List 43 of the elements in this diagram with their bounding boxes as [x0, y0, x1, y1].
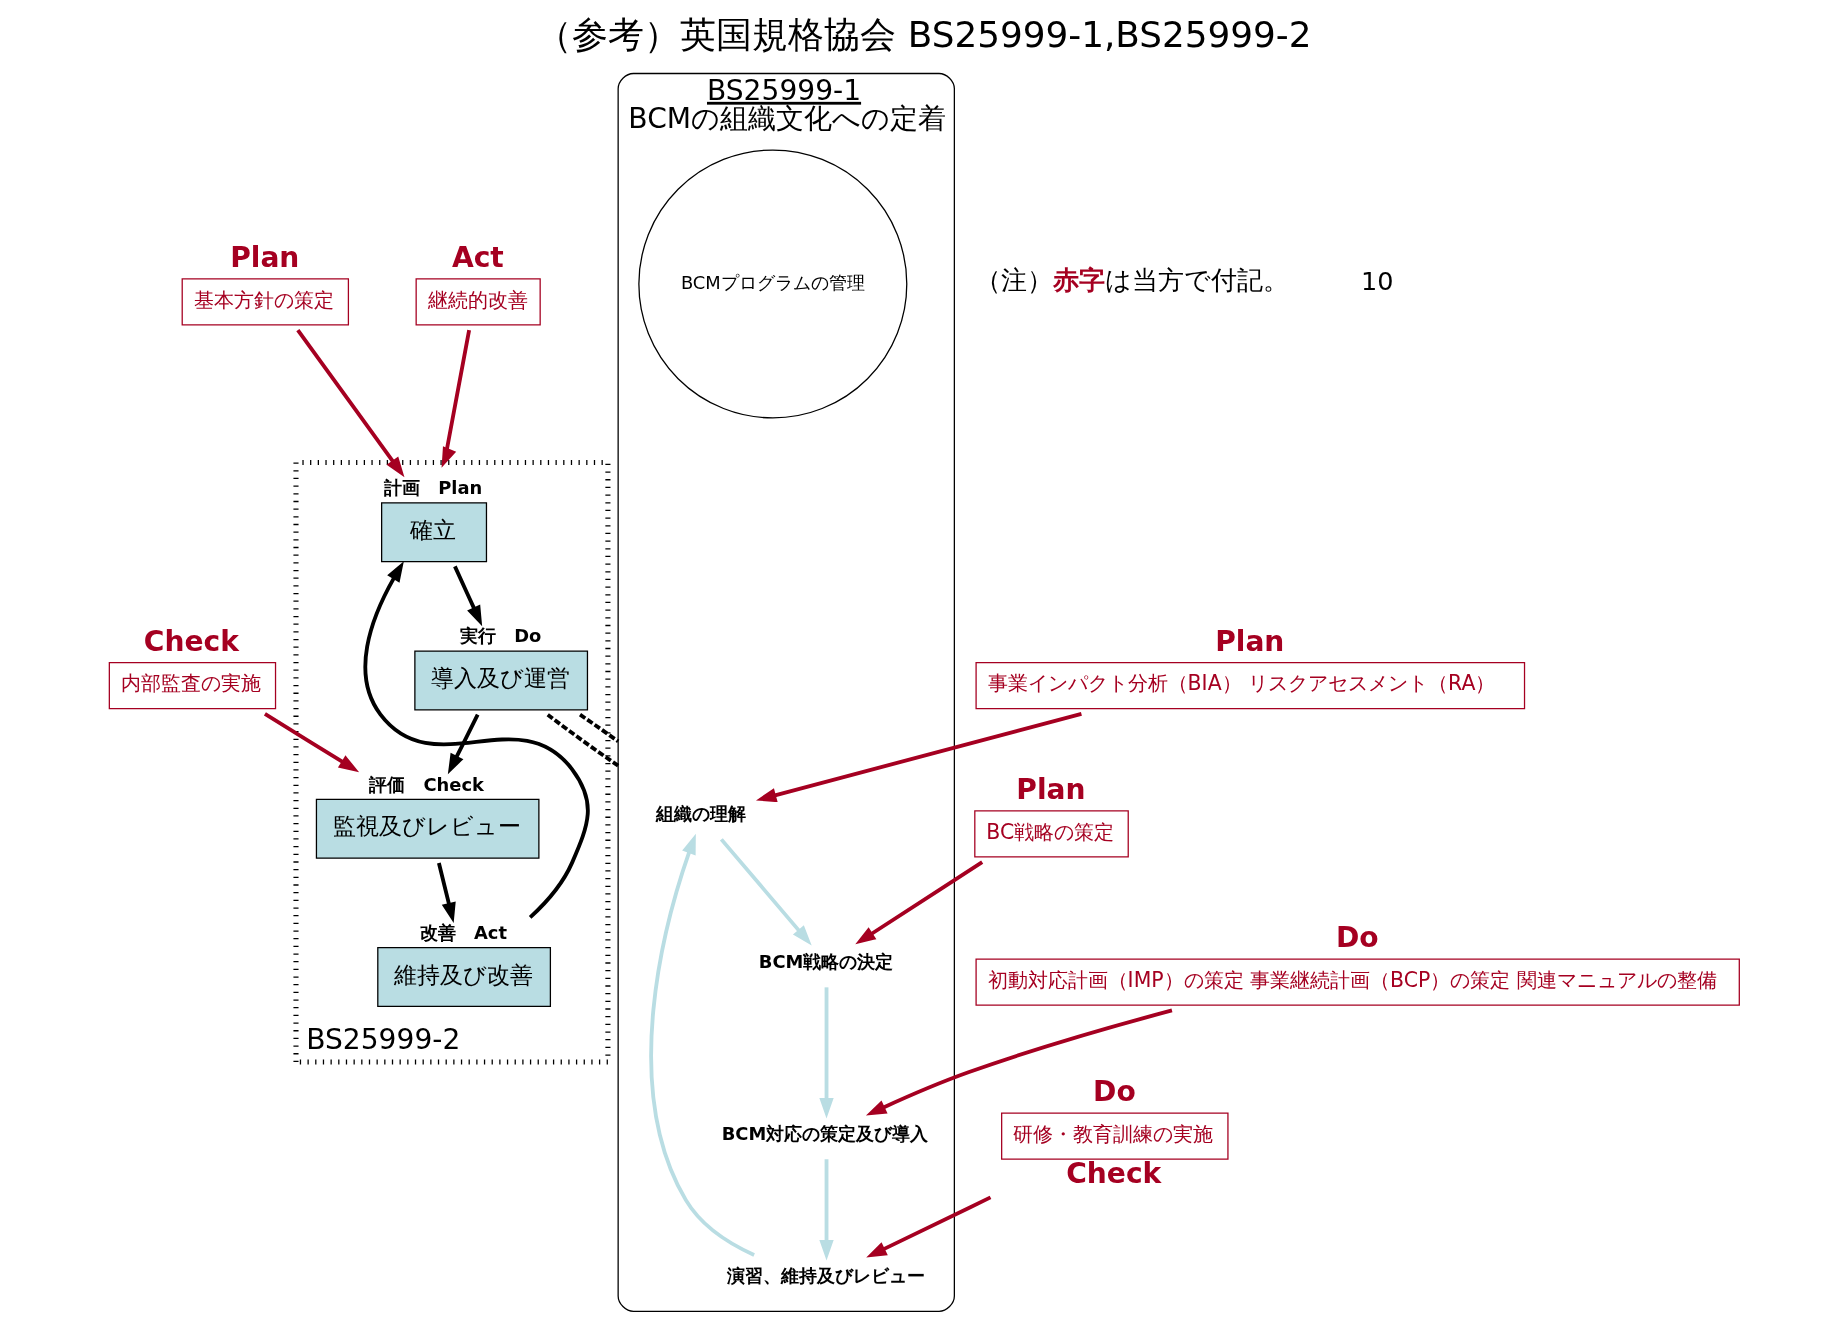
node-label: Check: [143, 624, 239, 658]
node-label: Check: [1066, 1157, 1162, 1190]
node-label: 実行 Do: [460, 625, 542, 647]
node-label: Act: [451, 240, 504, 274]
arrow: [819, 1159, 834, 1261]
node-box: 内部監査の実施: [108, 661, 277, 710]
arrow: [296, 329, 405, 478]
node-box: 事業インパクト分析（BIA） リスクアセスメント（RA）: [975, 661, 1526, 710]
node-text: 組織の理解: [656, 803, 747, 825]
arrow: [755, 711, 1082, 803]
node-text: 演習、維持及びレビュー: [726, 1265, 925, 1287]
arrow: [453, 565, 483, 627]
label: （注）赤字は当方で付記。: [974, 265, 1290, 296]
arrow: [719, 838, 812, 946]
arrow: [441, 329, 471, 468]
node-text: BCM対応の策定及び導入: [721, 1123, 929, 1145]
diagram-title: （参考）英国規格協会 BS25999-1,BS25999-2: [536, 14, 1312, 56]
node-box: BC戦略の策定: [974, 810, 1129, 858]
arrow: [437, 862, 456, 924]
node-box: 初動対応計画（IMP）の策定 事業継続計画（BCP）の策定 関連マニュアルの整備: [975, 958, 1740, 1006]
node-label: Do: [1093, 1075, 1136, 1109]
connector: [578, 713, 620, 743]
label: 10: [1360, 266, 1394, 297]
arrow: [447, 713, 480, 775]
node-label: 計画 Plan: [384, 477, 483, 499]
node-label: 評価 Check: [369, 773, 484, 795]
arrow: [865, 1008, 1173, 1116]
node-label: Do: [1335, 921, 1379, 955]
node-label: 改善 Act: [419, 921, 507, 943]
node-box: 研修・教育訓練の実施: [1001, 1112, 1229, 1160]
arrow: [855, 860, 984, 945]
arrow: [819, 987, 834, 1119]
node-box: 継続的改善: [415, 278, 541, 326]
node-box: 基本方針の策定: [181, 278, 350, 326]
node-label: Plan: [1215, 624, 1285, 658]
arrow: [866, 1195, 992, 1258]
arrow: [263, 712, 360, 773]
connector: [546, 713, 620, 768]
arrow: [649, 833, 755, 1257]
node-label: Plan: [1016, 772, 1086, 806]
node-label: Plan: [230, 240, 300, 274]
node-circle: BCMプログラムの管理: [638, 149, 908, 419]
node-text: BCM戦略の決定: [758, 951, 894, 973]
